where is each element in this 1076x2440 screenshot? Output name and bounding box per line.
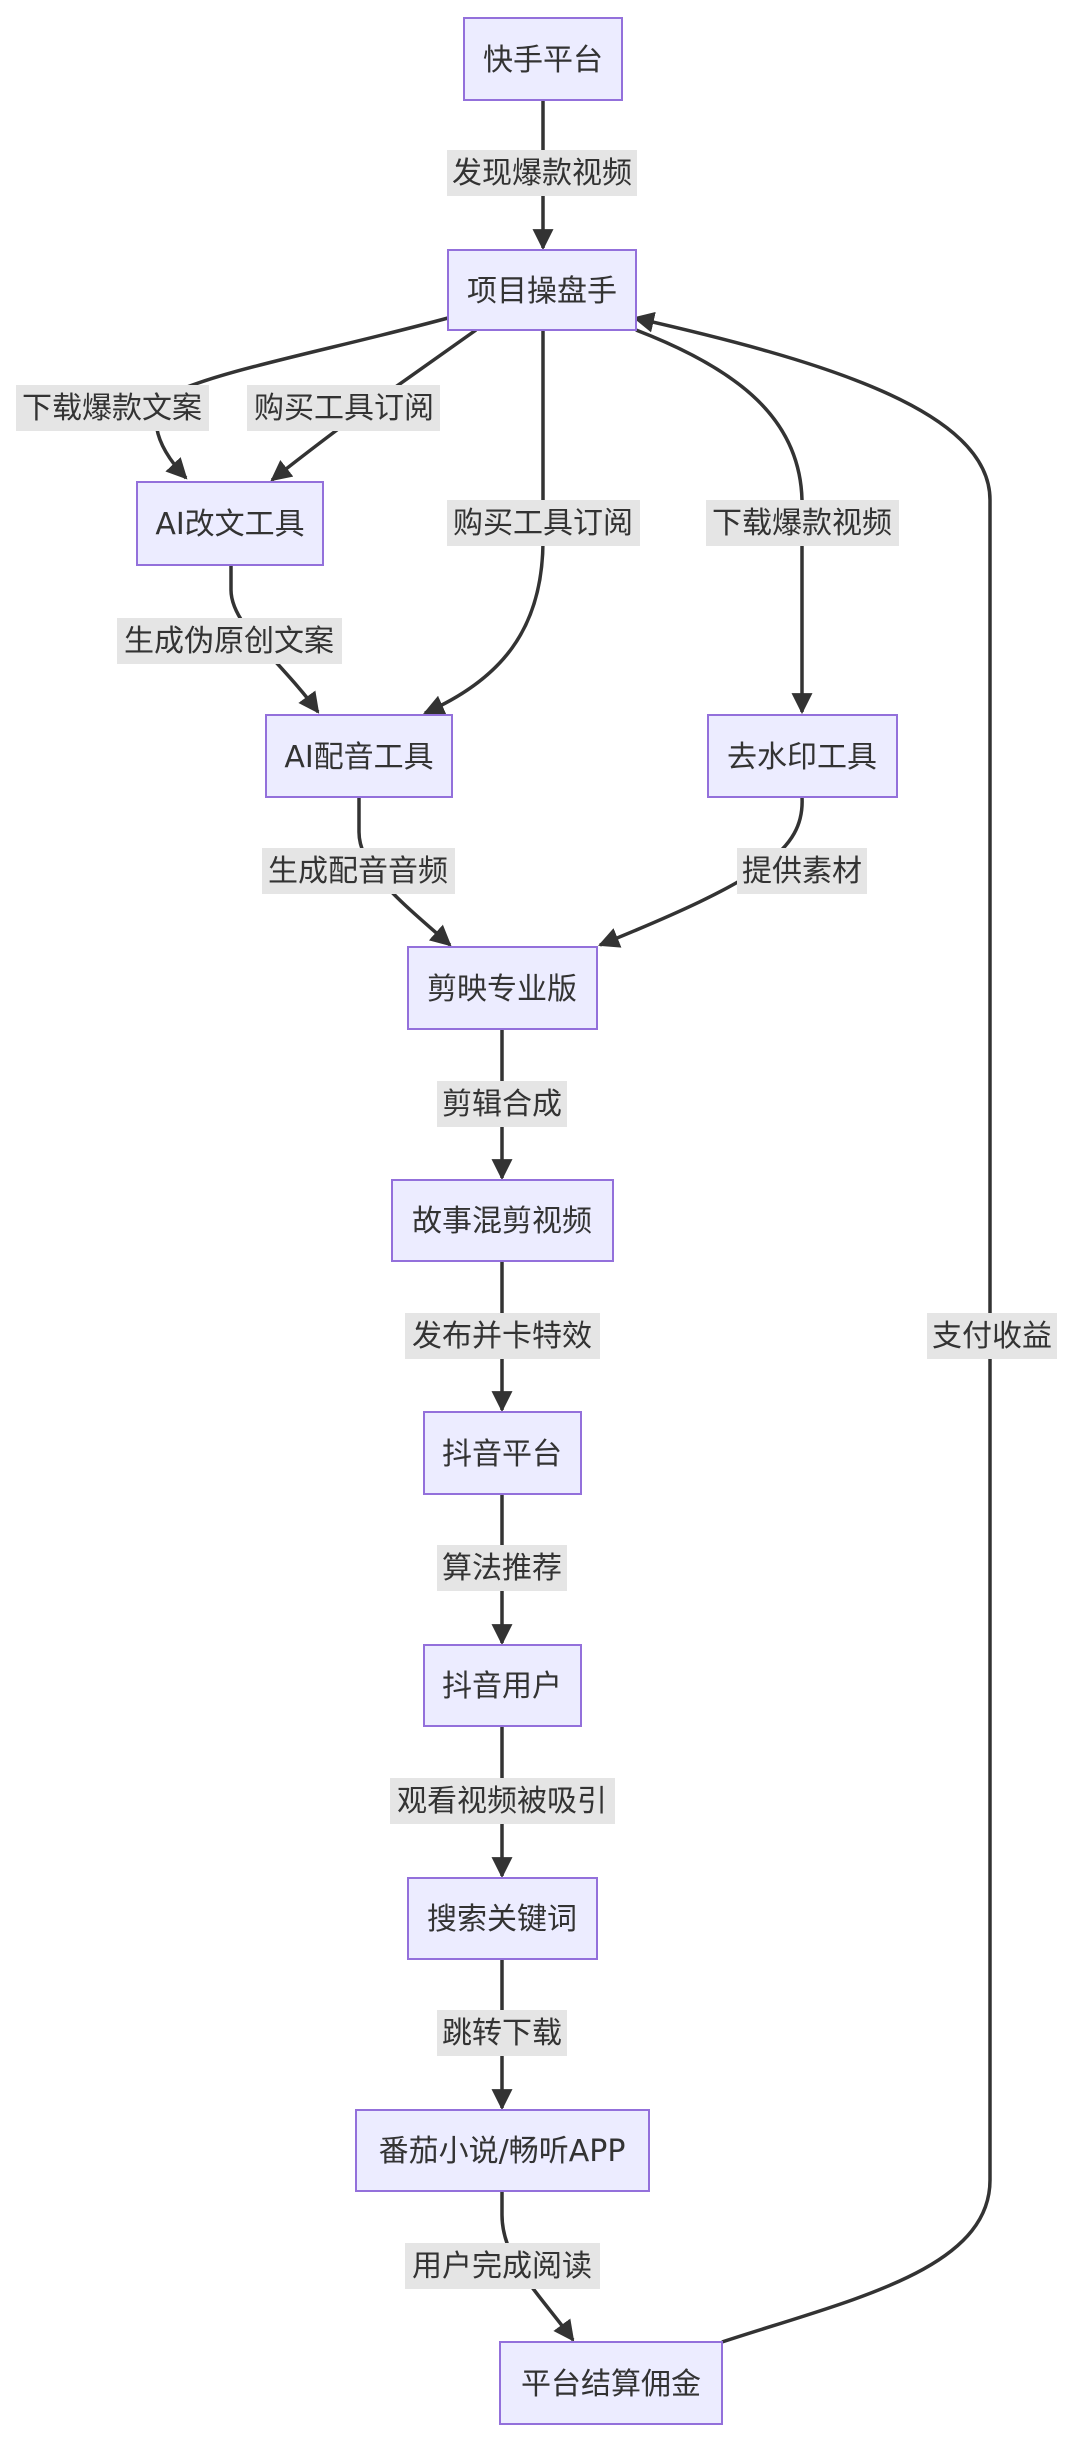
svg-text:剪映专业版: 剪映专业版 xyxy=(427,972,577,1007)
svg-text:项目操盘手: 项目操盘手 xyxy=(467,274,617,309)
svg-text:支付收益: 支付收益 xyxy=(932,1319,1052,1354)
edge-label-e13: 跳转下载 xyxy=(437,2010,567,2056)
svg-text:下载爆款文案: 下载爆款文案 xyxy=(22,391,202,426)
svg-text:跳转下载: 跳转下载 xyxy=(442,2016,562,2051)
svg-text:购买工具订阅: 购买工具订阅 xyxy=(453,506,633,541)
svg-text:购买工具订阅: 购买工具订阅 xyxy=(254,391,434,426)
svg-text:番茄小说/畅听APP: 番茄小说/畅听APP xyxy=(379,2134,626,2169)
node-fanqie-app: 番茄小说/畅听APP xyxy=(355,2109,650,2192)
node-search-keyword: 搜索关键词 xyxy=(407,1877,598,1960)
edge-label-e4: 购买工具订阅 xyxy=(447,500,640,546)
node-ai-voice-tool: AI配音工具 xyxy=(265,714,453,798)
edge-label-e7: 生成配音音频 xyxy=(262,848,455,894)
svg-text:快手平台: 快手平台 xyxy=(483,43,603,78)
svg-text:去水印工具: 去水印工具 xyxy=(727,740,877,775)
node-jianying-pro: 剪映专业版 xyxy=(407,946,598,1030)
svg-text:AI改文工具: AI改文工具 xyxy=(155,507,304,542)
nodes: 快手平台 项目操盘手 AI改文工具 AI配音工具 去水印工具 剪映专业版 故事混… xyxy=(136,17,898,2425)
node-story-mashup-video: 故事混剪视频 xyxy=(391,1179,614,1262)
edge-operator-ai-voice xyxy=(423,330,545,715)
svg-text:发布并卡特效: 发布并卡特效 xyxy=(412,1319,592,1354)
svg-text:下载爆款视频: 下载爆款视频 xyxy=(712,506,892,541)
edge-label-e1: 发现爆款视频 xyxy=(447,150,637,196)
node-douyin-user: 抖音用户 xyxy=(423,1644,582,1727)
edge-label-e3: 购买工具订阅 xyxy=(247,385,440,431)
svg-text:抖音平台: 抖音平台 xyxy=(442,1437,562,1472)
node-project-operator: 项目操盘手 xyxy=(447,249,637,331)
svg-text:平台结算佣金: 平台结算佣金 xyxy=(521,2367,701,2402)
edge-label-e8: 提供素材 xyxy=(737,848,867,894)
node-douyin-platform: 抖音平台 xyxy=(423,1411,582,1495)
node-kuaishou-platform: 快手平台 xyxy=(463,17,623,101)
svg-text:剪辑合成: 剪辑合成 xyxy=(442,1087,562,1122)
edge-label-e12: 观看视频被吸引 xyxy=(390,1778,615,1824)
edge-label-e10: 发布并卡特效 xyxy=(405,1313,600,1359)
edge-label-e6: 生成伪原创文案 xyxy=(117,618,342,664)
svg-text:用户完成阅读: 用户完成阅读 xyxy=(412,2249,592,2284)
svg-text:提供素材: 提供素材 xyxy=(742,854,862,889)
edge-label-e2: 下载爆款文案 xyxy=(16,385,209,431)
svg-text:抖音用户: 抖音用户 xyxy=(442,1669,562,1704)
svg-text:故事混剪视频: 故事混剪视频 xyxy=(412,1204,592,1239)
node-ai-rewrite-tool: AI改文工具 xyxy=(136,481,324,566)
edge-operator-ai-rewrite-download xyxy=(154,316,449,480)
edge-label-e11: 算法推荐 xyxy=(437,1545,567,1591)
edge-label-e5: 下载爆款视频 xyxy=(706,500,899,546)
edge-labels: 发现爆款视频 下载爆款文案 购买工具订阅 购买工具订阅 下载爆款视频 生成伪原创… xyxy=(16,150,1057,2289)
svg-text:AI配音工具: AI配音工具 xyxy=(284,740,433,775)
svg-text:搜索关键词: 搜索关键词 xyxy=(427,1902,577,1937)
edge-label-e9: 剪辑合成 xyxy=(437,1081,567,1127)
svg-text:观看视频被吸引: 观看视频被吸引 xyxy=(397,1784,607,1819)
edge-operator-watermark xyxy=(635,328,813,715)
svg-text:生成伪原创文案: 生成伪原创文案 xyxy=(124,624,334,659)
node-watermark-removal-tool: 去水印工具 xyxy=(707,714,898,798)
svg-text:生成配音音频: 生成配音音频 xyxy=(268,854,448,889)
edge-label-e15: 支付收益 xyxy=(927,1313,1057,1359)
node-commission-settlement: 平台结算佣金 xyxy=(499,2341,723,2425)
edge-commission-operator xyxy=(632,311,992,2344)
svg-text:发现爆款视频: 发现爆款视频 xyxy=(452,156,632,191)
svg-text:算法推荐: 算法推荐 xyxy=(442,1551,562,1586)
edge-label-e14: 用户完成阅读 xyxy=(405,2243,600,2289)
